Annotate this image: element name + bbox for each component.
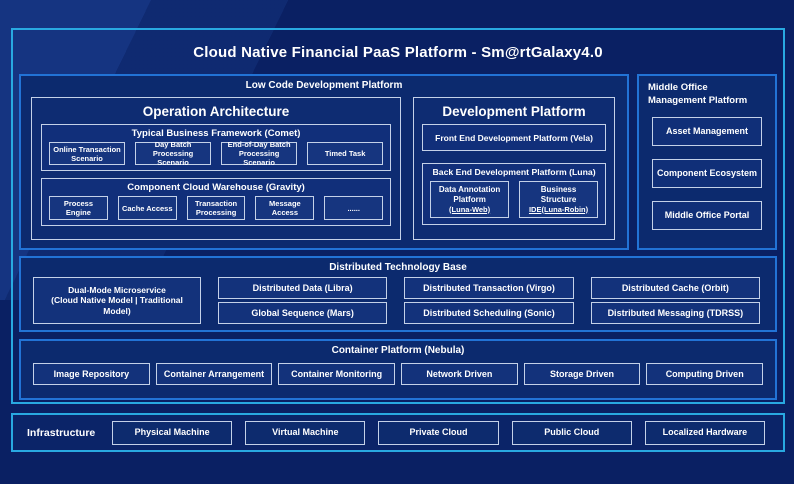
end-of-day-batch-processing-scenario-box: End-of-Day Batch Processing Scenario xyxy=(221,140,298,167)
online-transaction-scenario-box: Online Transaction Scenario xyxy=(49,142,126,165)
distributed-transaction-virgo-box: Distributed Transaction (Virgo) xyxy=(404,277,574,299)
low-code-body: Operation Architecture Typical Business … xyxy=(21,91,627,248)
computing-driven-box: Computing Driven xyxy=(646,363,764,385)
container-platform-items: Image Repository Container Arrangement C… xyxy=(33,363,764,385)
luna-robin-text: IDE(Luna-Robin) xyxy=(528,204,589,214)
development-platform-panel: Development Platform Front End Developme… xyxy=(413,97,615,240)
infrastructure-label: Infrastructure xyxy=(27,426,96,439)
process-engine-box: Process Engine xyxy=(49,196,108,220)
distributed-base-label: Distributed Technology Base xyxy=(329,262,467,273)
component-ecosystem-box: Component Ecosystem xyxy=(652,158,762,188)
operation-architecture-title: Operation Architecture xyxy=(142,103,290,119)
back-end-development-platform-label: Back End Development Platform (Luna) xyxy=(432,167,596,177)
development-platform-title: Development Platform xyxy=(442,103,586,119)
distributed-scheduling-sonic-box: Distributed Scheduling (Sonic) xyxy=(404,302,574,324)
data-annotation-platform-box: Data Annotation Platform (Luna-Web) xyxy=(430,181,510,218)
front-end-development-platform-box: Front End Development Platform (Vela) xyxy=(422,124,606,151)
middle-office-section-label: Middle Office Management Platform xyxy=(648,82,748,106)
container-platform-section: Container Platform (Nebula) Image Reposi… xyxy=(19,339,777,400)
operation-architecture-panel: Operation Architecture Typical Business … xyxy=(31,97,402,240)
public-cloud-box: Public Cloud xyxy=(511,420,632,445)
top-row: Low Code Development Platform Operation … xyxy=(19,74,777,250)
localized-hardware-box: Localized Hardware xyxy=(644,420,766,445)
business-structure-text: Business Structure xyxy=(540,185,577,204)
back-end-items: Data Annotation Platform (Luna-Web) Busi… xyxy=(423,179,605,224)
data-annotation-platform-text: Data Annotation Platform xyxy=(438,185,501,204)
ellipsis-box: ...... xyxy=(324,196,384,220)
storage-driven-box: Storage Driven xyxy=(523,363,641,385)
middle-office-portal-box: Middle Office Portal xyxy=(652,200,762,230)
distributed-technology-base-section: Distributed Technology Base Dual-Mode Mi… xyxy=(19,256,777,332)
global-sequence-mars-box: Global Sequence (Mars) xyxy=(218,302,388,324)
transaction-processing-box: Transaction Processing xyxy=(186,196,246,220)
page-title: Cloud Native Financial PaaS Platform - S… xyxy=(193,43,603,61)
container-arrangement-box: Container Arrangement xyxy=(155,363,273,385)
typical-business-framework-label: Typical Business Framework (Comet) xyxy=(131,128,301,139)
dual-mode-line1: Dual-Mode Microservice xyxy=(68,285,166,296)
platform-diagram-frame: Cloud Native Financial PaaS Platform - S… xyxy=(11,28,785,404)
asset-management-box: Asset Management xyxy=(652,116,762,146)
component-cloud-warehouse-label: Component Cloud Warehouse (Gravity) xyxy=(127,182,305,193)
component-cloud-warehouse-panel: Component Cloud Warehouse (Gravity) Proc… xyxy=(41,178,392,226)
network-driven-box: Network Driven xyxy=(401,363,518,385)
message-access-box: Message Access xyxy=(255,196,315,220)
private-cloud-box: Private Cloud xyxy=(378,420,499,445)
container-platform-label: Container Platform (Nebula) xyxy=(331,345,465,356)
dual-mode-microservice-box: Dual-Mode Microservice (Cloud Native Mod… xyxy=(33,277,201,324)
container-monitoring-box: Container Monitoring xyxy=(278,363,396,385)
physical-machine-box: Physical Machine xyxy=(112,420,233,445)
infrastructure-section: Infrastructure Physical Machine Virtual … xyxy=(11,413,785,452)
cache-access-box: Cache Access xyxy=(117,196,177,220)
timed-task-box: Timed Task xyxy=(307,142,384,165)
low-code-section-label: Low Code Development Platform xyxy=(245,80,403,91)
middle-office-items: Asset Management Component Ecosystem Mid… xyxy=(639,116,775,230)
business-structure-ide-box: Business Structure IDE(Luna-Robin) xyxy=(519,181,599,218)
distributed-messaging-tdrss-box: Distributed Messaging (TDRSS) xyxy=(590,302,760,324)
component-cloud-warehouse-items: Process Engine Cache Access Transaction … xyxy=(42,195,390,225)
infrastructure-row: Infrastructure Physical Machine Virtual … xyxy=(13,415,783,450)
dual-mode-line2: (Cloud Native Model | Traditional Model) xyxy=(51,295,183,316)
typical-business-framework-panel: Typical Business Framework (Comet) Onlin… xyxy=(41,124,392,171)
image-repository-box: Image Repository xyxy=(33,363,150,385)
middle-office-management-platform-section: Middle Office Management Platform Asset … xyxy=(637,74,777,250)
distributed-base-grid: Dual-Mode Microservice (Cloud Native Mod… xyxy=(33,277,760,324)
virtual-machine-box: Virtual Machine xyxy=(245,420,366,445)
distributed-cache-orbit-box: Distributed Cache (Orbit) xyxy=(590,277,760,299)
low-code-development-platform-section: Low Code Development Platform Operation … xyxy=(19,74,629,250)
back-end-development-platform-panel: Back End Development Platform (Luna) Dat… xyxy=(422,163,606,225)
luna-web-text: (Luna-Web) xyxy=(449,204,491,214)
distributed-data-libra-box: Distributed Data (Libra) xyxy=(218,277,388,299)
typical-business-items: Online Transaction Scenario Day Batch Pr… xyxy=(42,140,390,170)
day-batch-processing-scenario-box: Day Batch Processing Scenario xyxy=(135,140,212,167)
